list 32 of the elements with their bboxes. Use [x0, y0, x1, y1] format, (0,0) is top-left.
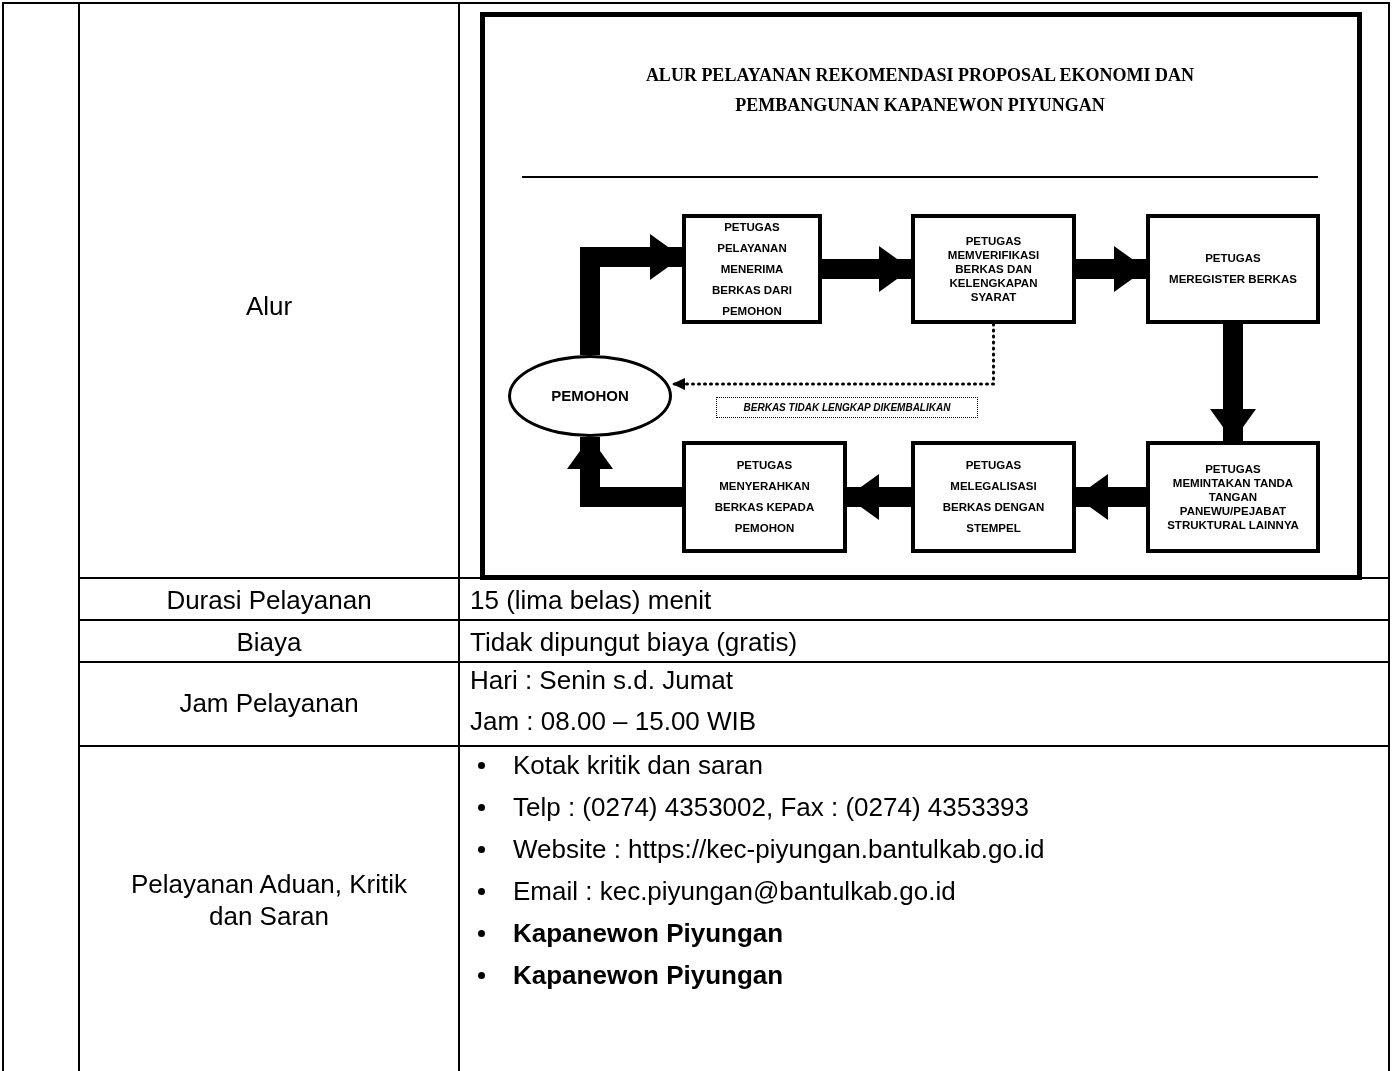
process-box: PETUGAS MEREGISTER BERKAS — [1146, 214, 1320, 324]
edge-label: BERKAS TIDAK LENGKAP DIKEMBALIKAN — [716, 397, 978, 418]
block-arrow — [567, 437, 682, 507]
row-label: Durasi Pelayanan — [166, 585, 372, 615]
row-value: 15 (lima belas) menit — [470, 585, 712, 615]
block-arrow — [580, 234, 682, 355]
block-arrow — [822, 246, 911, 292]
process-box: PETUGAS MEMVERIFIKASI BERKAS DAN KELENGKAPAN SYARAT — [911, 214, 1076, 324]
start-ellipse: PEMOHON — [508, 355, 672, 437]
block-arrow — [1076, 474, 1146, 520]
block-arrow — [847, 474, 911, 520]
row-label: Pelayanan Aduan, Kritik dan Saran — [130, 869, 408, 931]
row-value: Hari : Senin s.d. Jumat — [470, 665, 733, 695]
list-item: Telp : (0274) 4353002, Fax : (0274) 4353393 — [513, 791, 1030, 824]
row-label: Biaya — [236, 627, 302, 657]
diagram-title: ALUR PELAYANAN REKOMENDASI PROPOSAL EKONOMI DAN PEMBANGUNAN KAPANEWON PIYUNGAN — [644, 64, 1196, 117]
list-item: Kapanewon Piyungan — [513, 917, 784, 950]
process-box: PETUGAS MELEGALISASI BERKAS DENGAN STEMPEL — [911, 441, 1076, 553]
block-arrow — [1076, 246, 1146, 292]
dotted-arrow — [670, 322, 995, 390]
process-box: PETUGAS MEMINTAKAN TANDA TANGAN PANEWU/PEJABAT STRUKTURAL LAINNYA — [1146, 441, 1320, 553]
list-item: Kotak kritik dan saran — [513, 749, 763, 782]
list-item: Email : kec.piyungan@bantulkab.go.id — [513, 875, 956, 908]
row-label: Alur — [245, 291, 293, 321]
process-box: PETUGAS PELAYANAN MENERIMA BERKAS DARI PEMOHON — [682, 214, 822, 324]
list-item: Kapanewon Piyungan — [513, 959, 784, 992]
row-value: Jam : 08.00 – 15.00 WIB — [470, 706, 757, 736]
list-item: Website : https://kec-piyungan.bantulkab.go.id — [513, 833, 1045, 866]
row-value: Tidak dipungut biaya (gratis) — [470, 627, 798, 657]
process-box: PETUGAS MENYERAHKAN BERKAS KEPADA PEMOHON — [682, 441, 847, 553]
block-arrow — [1210, 324, 1256, 441]
row-label: Jam Pelayanan — [179, 688, 359, 718]
